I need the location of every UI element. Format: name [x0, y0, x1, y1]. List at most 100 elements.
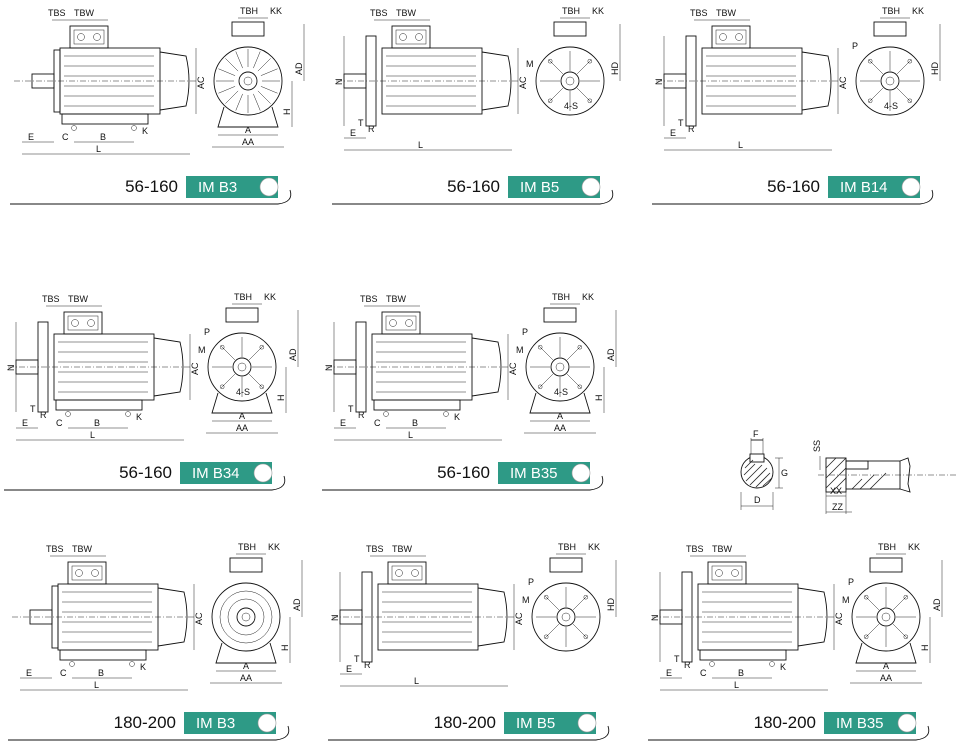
- label-c: C: [374, 418, 381, 428]
- label-t: T: [678, 118, 684, 128]
- spoke: [248, 373, 264, 389]
- rib: [260, 86, 278, 94]
- terminal-box-end: [869, 557, 903, 573]
- label-kk: KK: [264, 292, 276, 302]
- motor-foot: [59, 649, 147, 661]
- frame-size-range: 56-160: [437, 463, 490, 482]
- label-ss: SS: [812, 440, 822, 452]
- mounting-type: IM B35: [836, 715, 884, 732]
- label-zz: ZZ: [832, 502, 843, 512]
- label-aa: AA: [554, 423, 566, 433]
- frame-size-range: 180-200: [754, 713, 816, 732]
- terminal-box: [381, 311, 421, 335]
- label-aa: AA: [880, 673, 892, 683]
- motor-foot: [373, 399, 461, 411]
- mounting-icon: [253, 463, 273, 483]
- label-m: M: [842, 595, 850, 605]
- cable-gland: [399, 33, 407, 41]
- motor-foot: [55, 399, 143, 411]
- foot-hole: [443, 411, 449, 417]
- label-tbs: TBS: [690, 8, 708, 18]
- label-n: N: [334, 79, 344, 86]
- caption-rule-hook: [275, 725, 290, 741]
- flange-hole: [907, 58, 913, 64]
- mounting-badge: [498, 462, 590, 484]
- label-r: R: [358, 410, 365, 420]
- cable-gland: [71, 319, 79, 327]
- spoke: [544, 595, 560, 611]
- flange-hole: [903, 634, 909, 640]
- label-l: L: [414, 676, 419, 686]
- rib: [260, 68, 278, 76]
- terminal-box: [387, 561, 427, 585]
- mounting-type: IM B34: [192, 465, 240, 482]
- mounting-badge: [504, 712, 596, 734]
- end-view-foot: [855, 642, 917, 664]
- spoke: [868, 87, 884, 103]
- terminal-box-end: [231, 21, 265, 37]
- shaft-end: [243, 76, 253, 86]
- label-h: H: [276, 395, 286, 402]
- end-view-outline: [535, 46, 605, 116]
- label-tbs: TBS: [366, 544, 384, 554]
- fan-cover: [153, 337, 184, 397]
- label-e: E: [26, 668, 32, 678]
- label-k: K: [454, 412, 460, 422]
- label-tbh: TBH: [240, 6, 258, 16]
- label-e: E: [346, 664, 352, 674]
- fan-cover: [481, 51, 512, 111]
- label-a: A: [557, 411, 563, 421]
- terminal-box-end: [225, 307, 259, 323]
- flange-hole: [219, 384, 225, 390]
- frame-size-range: 56-160: [447, 177, 500, 196]
- caption-rule-hook: [277, 189, 292, 205]
- label-s: 4-S: [236, 387, 250, 397]
- terminal-box-end: [543, 307, 577, 323]
- frame-size-range: 56-160: [767, 177, 820, 196]
- label-ac: AC: [508, 362, 518, 375]
- foot-hole: [131, 125, 137, 131]
- label-k: K: [136, 412, 142, 422]
- label-r: R: [364, 660, 371, 670]
- cable-gland: [91, 569, 99, 577]
- motor-foot: [699, 649, 787, 661]
- label-t: T: [358, 118, 364, 128]
- hub: [556, 607, 576, 627]
- flange-hole: [577, 384, 583, 390]
- label-t: T: [348, 404, 354, 414]
- terminal-box-cover: [385, 315, 417, 331]
- label-b: B: [98, 668, 104, 678]
- hub: [550, 357, 570, 377]
- foot-hole: [129, 661, 135, 667]
- label-kk: KK: [592, 6, 604, 16]
- label-c: C: [62, 132, 69, 142]
- rib: [257, 90, 271, 104]
- terminal-box-cover: [711, 565, 743, 581]
- label-hd: HD: [930, 62, 940, 75]
- label-ac: AC: [196, 76, 206, 89]
- terminal-box-cover: [73, 29, 105, 45]
- label-hd: HD: [606, 598, 616, 611]
- flange-hole: [537, 344, 543, 350]
- label-r: R: [688, 124, 695, 134]
- label-tbh: TBH: [882, 6, 900, 16]
- label-s: 4-S: [554, 387, 568, 397]
- mounting-badge: [824, 712, 916, 734]
- label-l: L: [738, 140, 743, 150]
- spoke: [538, 373, 554, 389]
- spoke: [548, 87, 564, 103]
- label-m: M: [198, 345, 206, 355]
- label-tbh: TBH: [562, 6, 580, 16]
- spoke: [220, 373, 236, 389]
- caption-rule-hook: [589, 475, 604, 491]
- label-a: A: [883, 661, 889, 671]
- fan-cover: [159, 51, 190, 111]
- label-kk: KK: [588, 542, 600, 552]
- flange-hole: [903, 594, 909, 600]
- mounting-icon: [901, 177, 921, 197]
- end-view-outline: [213, 46, 283, 116]
- label-l: L: [96, 144, 101, 154]
